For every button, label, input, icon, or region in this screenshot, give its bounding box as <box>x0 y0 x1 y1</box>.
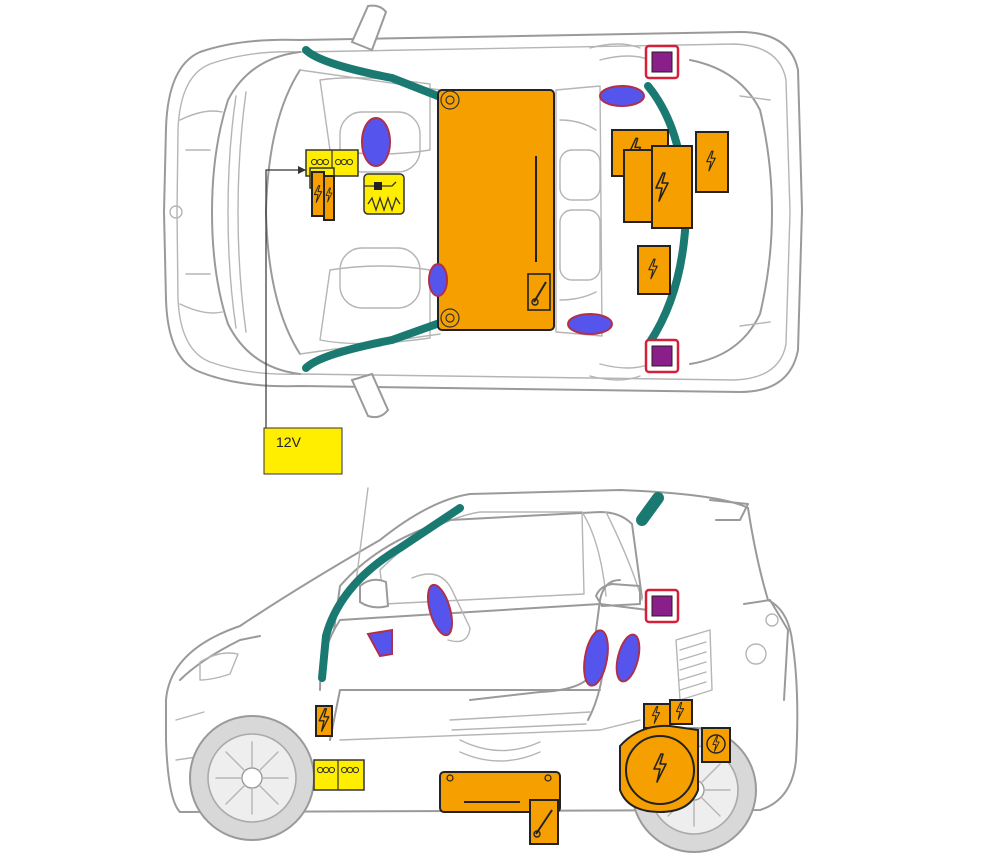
top-12v-hv-part-1 <box>311 171 325 217</box>
top-hv-component-4 <box>695 131 729 193</box>
side-airbag-seat-2 <box>615 633 641 683</box>
side-hv-battery <box>439 771 561 845</box>
label-12v-text: 12V <box>276 434 302 450</box>
side-b-pillar <box>636 492 664 526</box>
top-airbag-passenger <box>428 263 448 297</box>
top-airbag-side-left <box>599 85 645 107</box>
top-a-pillar-left <box>302 46 452 104</box>
side-hv-component-2 <box>669 699 693 725</box>
side-airbag-seat-1 <box>583 629 609 687</box>
top-airbag-driver <box>361 117 391 167</box>
top-battery-mount-front <box>440 90 460 110</box>
top-service-disconnect-icon <box>527 273 551 311</box>
side-a-pillar <box>318 504 464 682</box>
top-airbag-side-right <box>567 313 613 335</box>
label-12v-leader <box>265 169 306 428</box>
top-view: 12V <box>162 4 804 475</box>
top-hood <box>211 51 301 375</box>
top-battery-mount-rear <box>440 308 460 328</box>
side-12v-battery <box>313 759 365 791</box>
top-hv-component-3 <box>651 145 693 229</box>
side-view <box>165 487 799 853</box>
side-electric-motor <box>619 724 699 814</box>
top-control-unit <box>363 173 405 215</box>
label-12v-box <box>263 427 343 475</box>
side-airbag-steering <box>427 583 453 637</box>
top-body-inner <box>176 43 791 381</box>
top-mirror-left <box>350 4 388 52</box>
top-hv-battery <box>437 89 555 331</box>
top-mirror-right <box>350 372 390 419</box>
top-a-pillar-right <box>302 316 452 372</box>
side-airbag-knee <box>366 628 393 658</box>
top-12v-hv-part-2 <box>323 175 335 221</box>
top-hv-component-5 <box>637 245 671 295</box>
